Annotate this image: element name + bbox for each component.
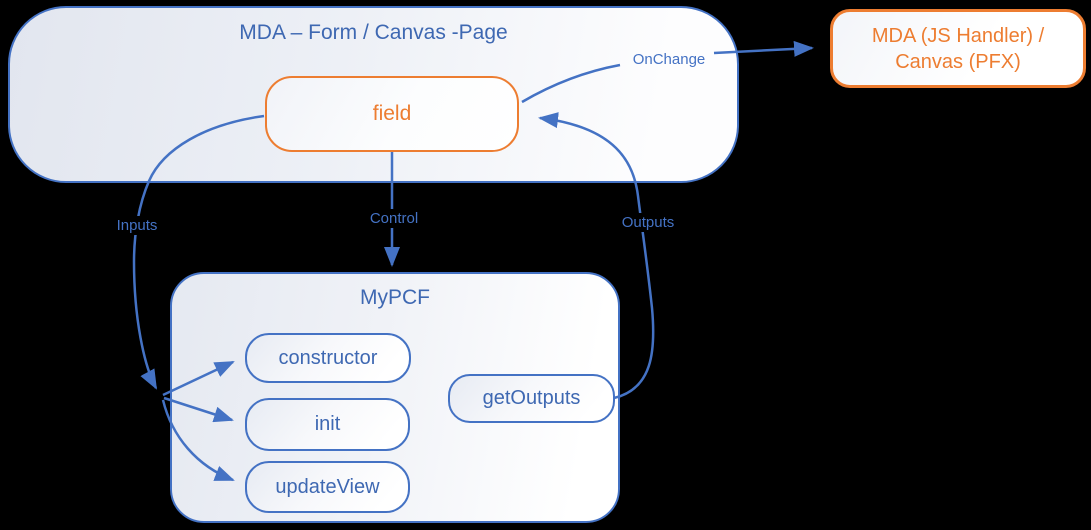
- field-box-label: field: [372, 102, 412, 125]
- js-handler-label-line2: Canvas (PFX): [895, 50, 1021, 73]
- getoutputs-method-box: getOutputs: [448, 374, 615, 423]
- outputs-label: Outputs: [618, 213, 678, 232]
- mypcf-box-title: MyPCF: [360, 286, 430, 309]
- js-handler-label-line1: MDA (JS Handler) /: [871, 24, 1045, 47]
- mda-box-title: MDA – Form / Canvas -Page: [239, 21, 508, 44]
- updateview-method-box: updateView: [245, 461, 410, 513]
- constructor-method-box: constructor: [245, 333, 411, 383]
- control-label: Control: [366, 209, 422, 228]
- onchange-label: OnChange: [632, 51, 706, 68]
- init-method-box: init: [245, 398, 410, 451]
- inputs-label: Inputs: [113, 216, 161, 235]
- js-handler-box: MDA (JS Handler) / Canvas (PFX): [830, 9, 1086, 88]
- field-box: field: [265, 76, 519, 152]
